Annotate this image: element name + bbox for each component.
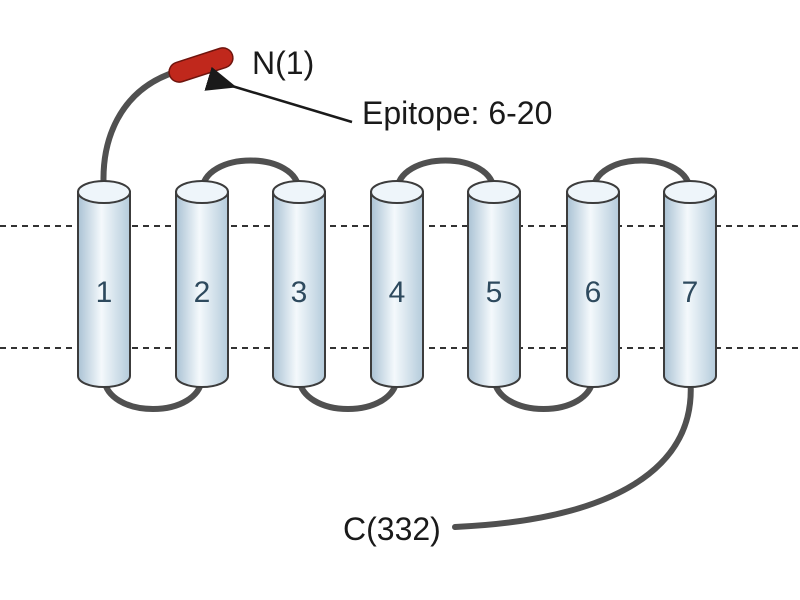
helix-number-label: 7 xyxy=(682,276,699,309)
epitope-marker xyxy=(168,47,234,83)
epitope-arrow xyxy=(204,66,353,124)
extracellular-loop-2 xyxy=(394,157,497,195)
helix-body xyxy=(467,191,521,388)
transmembrane-helices: 1 2 3 4 5 6 7 xyxy=(77,180,717,388)
helix-body xyxy=(77,191,131,388)
helix-top-cap xyxy=(663,180,717,204)
helix-number-label: 1 xyxy=(96,276,113,309)
c-terminus-label: C(332) xyxy=(343,511,441,547)
n-terminal-tail xyxy=(100,69,178,195)
helix-6: 6 xyxy=(566,180,620,388)
helix-top-cap xyxy=(370,180,424,204)
extracellular-loop-3 xyxy=(590,157,693,195)
helix-top-cap xyxy=(566,180,620,204)
helix-4: 4 xyxy=(370,180,424,388)
helix-body xyxy=(370,191,424,388)
helix-7: 7 xyxy=(663,180,717,388)
helix-top-cap xyxy=(467,180,521,204)
helix-number-label: 4 xyxy=(389,276,406,309)
intracellular-loop-3 xyxy=(491,373,596,412)
helix-body xyxy=(175,191,229,388)
helix-top-cap xyxy=(77,180,131,204)
helix-body xyxy=(663,191,717,388)
helix-number-label: 6 xyxy=(585,276,602,309)
helix-1: 1 xyxy=(77,180,131,388)
helix-5: 5 xyxy=(467,180,521,388)
helix-body xyxy=(272,191,326,388)
epitope-label: Epitope: 6-20 xyxy=(362,95,552,131)
helix-number-label: 2 xyxy=(194,276,211,309)
helix-top-cap xyxy=(175,180,229,204)
intracellular-loop-1 xyxy=(101,373,205,412)
extracellular-loop-1 xyxy=(199,157,302,195)
c-terminal-tail xyxy=(452,373,694,530)
helix-top-cap xyxy=(272,180,326,204)
intracellular-loop-2 xyxy=(296,373,400,412)
loops xyxy=(100,69,694,530)
n-terminus-label: N(1) xyxy=(252,45,314,81)
helix-body xyxy=(566,191,620,388)
helix-number-label: 3 xyxy=(291,276,308,309)
helix-3: 3 xyxy=(272,180,326,388)
helix-number-label: 5 xyxy=(486,276,503,309)
helix-2: 2 xyxy=(175,180,229,388)
